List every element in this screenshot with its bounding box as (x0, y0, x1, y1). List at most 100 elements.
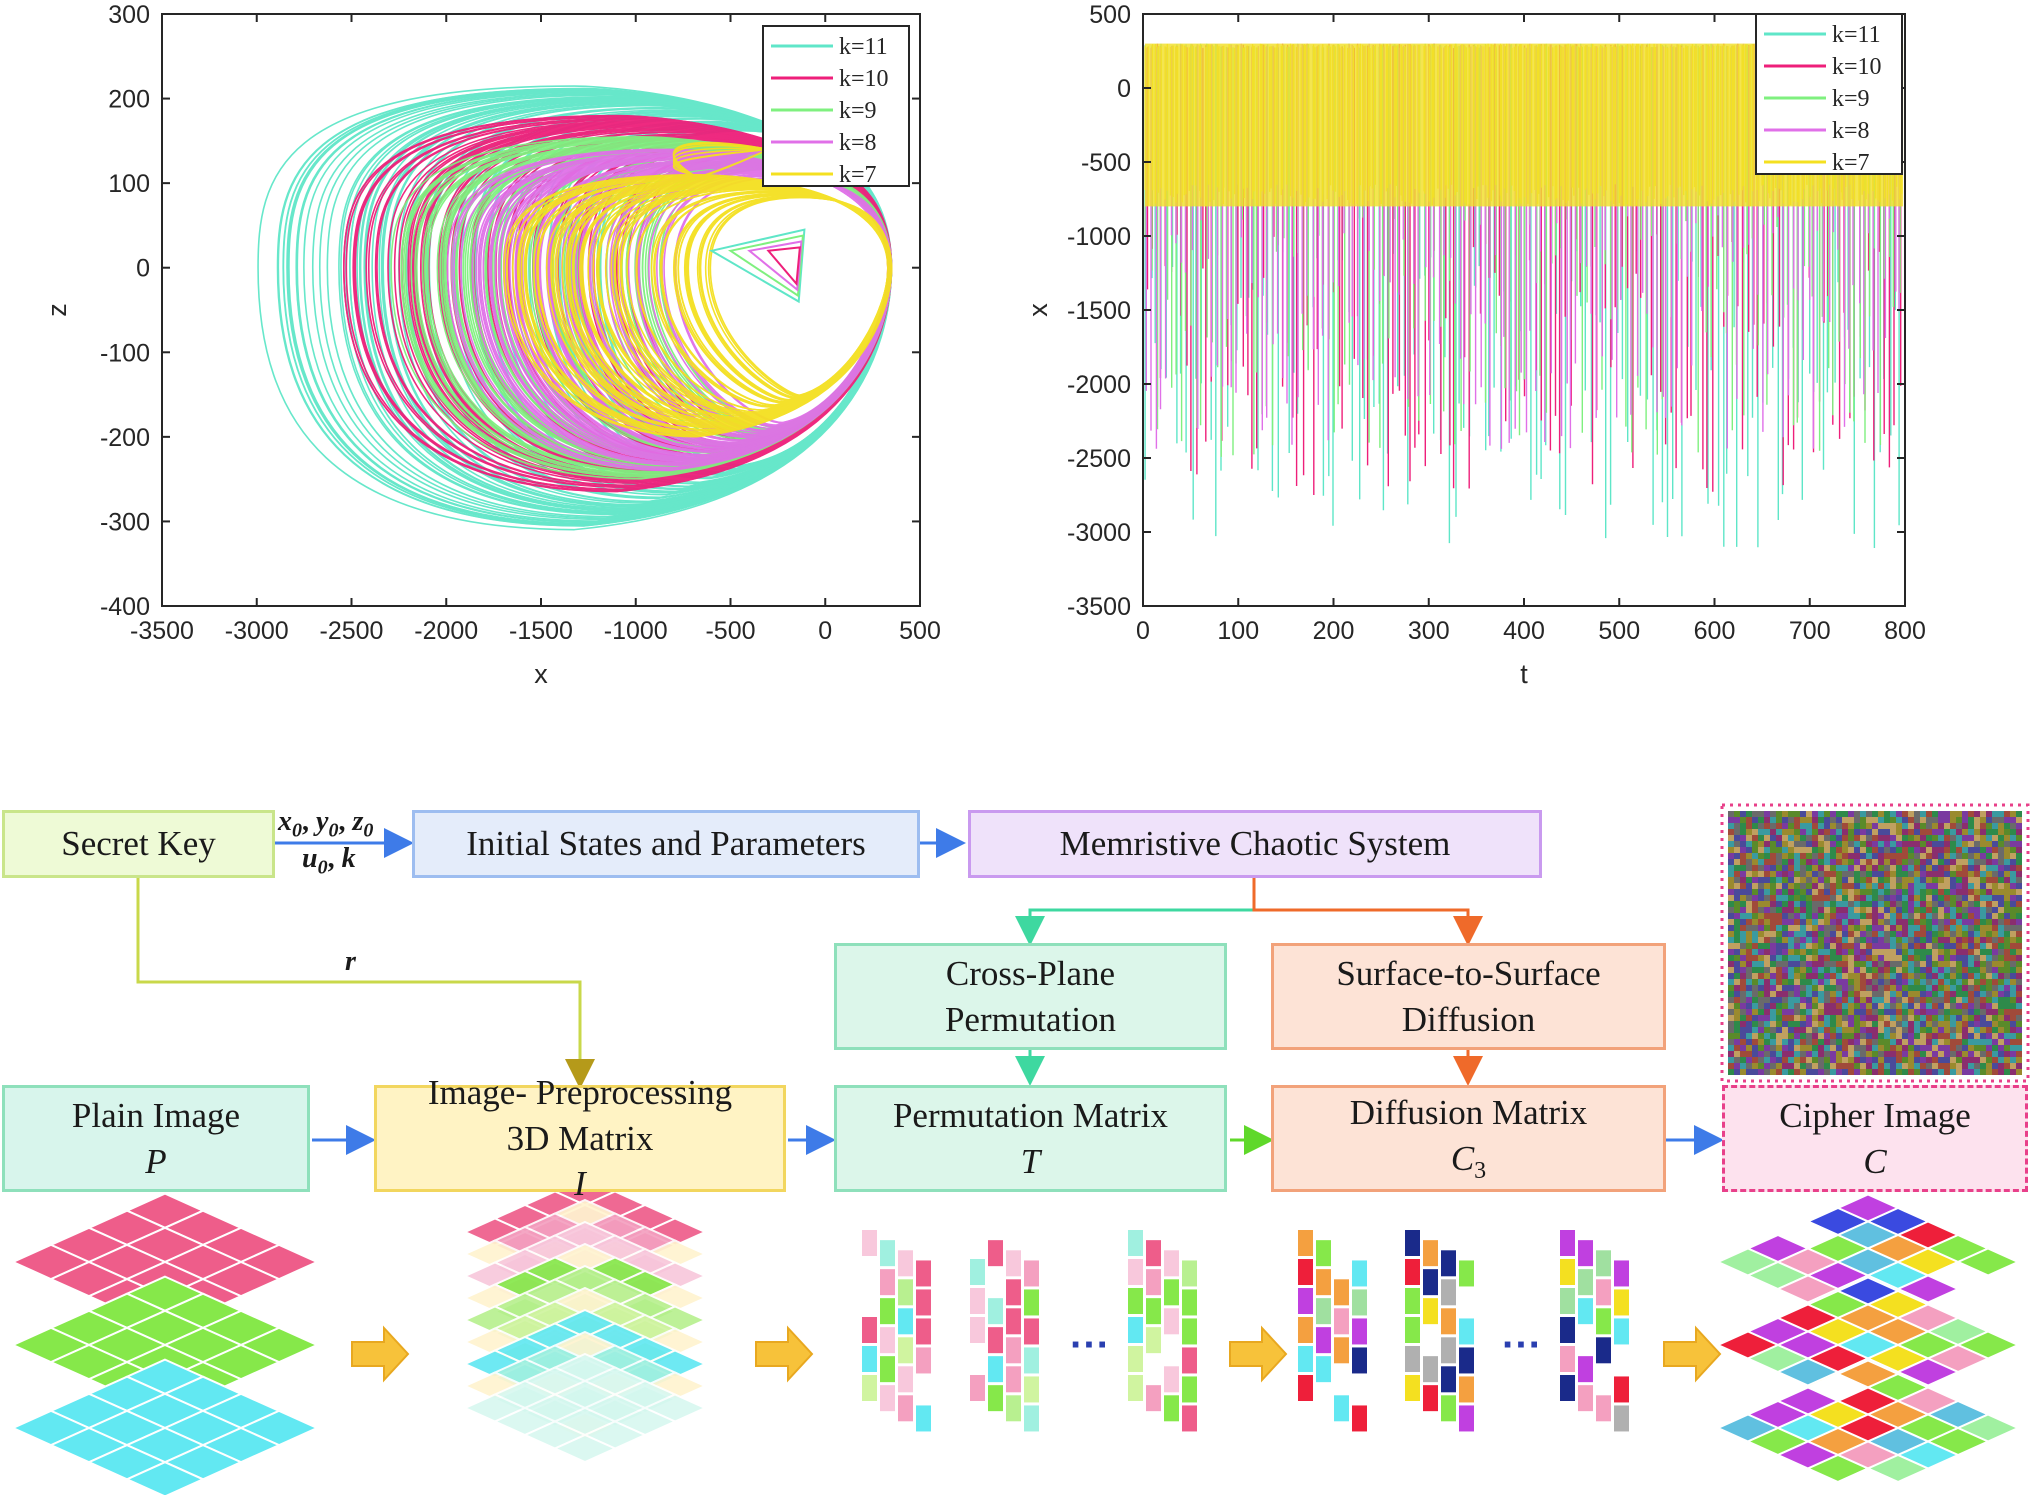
noise-pixel (1734, 1051, 1740, 1057)
noise-pixel (1962, 919, 1968, 925)
matrix-cell (1006, 1250, 1021, 1277)
noise-pixel (1896, 931, 1902, 937)
noise-pixel (1752, 829, 1758, 835)
matrix-cell (1596, 1395, 1611, 1422)
noise-pixel (1980, 847, 1986, 853)
noise-pixel (1974, 853, 1980, 859)
noise-pixel (1974, 1033, 1980, 1039)
noise-pixel (1728, 835, 1734, 841)
noise-pixel (1860, 841, 1866, 847)
noise-pixel (1992, 1063, 1998, 1069)
noise-pixel (1734, 1057, 1740, 1063)
noise-pixel (1872, 913, 1878, 919)
noise-pixel (1752, 1057, 1758, 1063)
noise-pixel (1770, 931, 1776, 937)
noise-pixel (1962, 931, 1968, 937)
noise-pixel (1860, 1015, 1866, 1021)
noise-pixel (1956, 1063, 1962, 1069)
noise-pixel (2016, 859, 2022, 865)
phase-bump (672, 147, 769, 176)
noise-pixel (1950, 847, 1956, 853)
noise-pixel (1806, 1009, 1812, 1015)
matrix-cell (1128, 1230, 1143, 1256)
noise-pixel (1842, 949, 1848, 955)
noise-pixel (1986, 853, 1992, 859)
noise-pixel (1860, 883, 1866, 889)
plot1-xtick-label: -500 (705, 617, 755, 645)
noise-pixel (1932, 895, 1938, 901)
noise-pixel (1884, 895, 1890, 901)
noise-pixel (1860, 1039, 1866, 1045)
noise-pixel (1962, 811, 1968, 817)
noise-pixel (2004, 907, 2010, 913)
noise-pixel (1812, 835, 1818, 841)
noise-pixel (1818, 1039, 1824, 1045)
noise-pixel (1836, 973, 1842, 979)
noise-pixel (2016, 1063, 2022, 1069)
noise-pixel (1794, 979, 1800, 985)
noise-pixel (1758, 1027, 1764, 1033)
matrix-cell (1298, 1259, 1313, 1285)
noise-pixel (1782, 973, 1788, 979)
noise-pixel (1848, 835, 1854, 841)
noise-pixel (1836, 949, 1842, 955)
noise-pixel (1764, 1027, 1770, 1033)
noise-pixel (1812, 901, 1818, 907)
plot2-legend-label: k=10 (1832, 54, 1882, 80)
noise-pixel (1986, 1057, 1992, 1063)
noise-pixel (1932, 1057, 1938, 1063)
noise-pixel (1782, 967, 1788, 973)
noise-pixel (1848, 979, 1854, 985)
noise-pixel (1794, 823, 1800, 829)
noise-pixel (1854, 889, 1860, 895)
noise-pixel (1854, 937, 1860, 943)
noise-pixel (1884, 1051, 1890, 1057)
noise-pixel (1728, 955, 1734, 961)
noise-pixel (1776, 871, 1782, 877)
noise-pixel (1896, 1033, 1902, 1039)
noise-pixel (1818, 991, 1824, 997)
noise-pixel (1746, 841, 1752, 847)
noise-pixel (1818, 865, 1824, 871)
noise-pixel (1728, 1063, 1734, 1069)
noise-pixel (1770, 985, 1776, 991)
noise-pixel (1758, 1045, 1764, 1051)
noise-pixel (1896, 1039, 1902, 1045)
noise-pixel (1764, 811, 1770, 817)
noise-pixel (1992, 895, 1998, 901)
noise-pixel (1902, 1003, 1908, 1009)
noise-pixel (1968, 871, 1974, 877)
plain-image-symbol: P (145, 1141, 167, 1181)
noise-pixel (1890, 919, 1896, 925)
matrix-cell (970, 1317, 985, 1343)
noise-pixel (1776, 1033, 1782, 1039)
noise-pixel (1998, 847, 2004, 853)
noise-pixel (1986, 955, 1992, 961)
noise-pixel (1818, 901, 1824, 907)
noise-pixel (1800, 907, 1806, 913)
noise-pixel (1770, 997, 1776, 1003)
noise-pixel (1860, 835, 1866, 841)
noise-pixel (1836, 811, 1842, 817)
noise-pixel (1728, 871, 1734, 877)
noise-pixel (1992, 985, 1998, 991)
noise-pixel (1980, 979, 1986, 985)
noise-pixel (2010, 1069, 2016, 1075)
noise-pixel (1782, 1069, 1788, 1075)
noise-pixel (1944, 1003, 1950, 1009)
noise-pixel (1920, 883, 1926, 889)
noise-pixel (1956, 937, 1962, 943)
noise-pixel (1932, 949, 1938, 955)
noise-pixel (1728, 1039, 1734, 1045)
noise-pixel (1740, 871, 1746, 877)
noise-pixel (1944, 895, 1950, 901)
noise-pixel (1968, 973, 1974, 979)
noise-pixel (1728, 1033, 1734, 1039)
noise-pixel (1746, 1039, 1752, 1045)
noise-pixel (1836, 985, 1842, 991)
noise-pixel (1746, 937, 1752, 943)
noise-pixel (1932, 877, 1938, 883)
noise-pixel (1926, 811, 1932, 817)
noise-pixel (1788, 895, 1794, 901)
noise-pixel (1752, 901, 1758, 907)
